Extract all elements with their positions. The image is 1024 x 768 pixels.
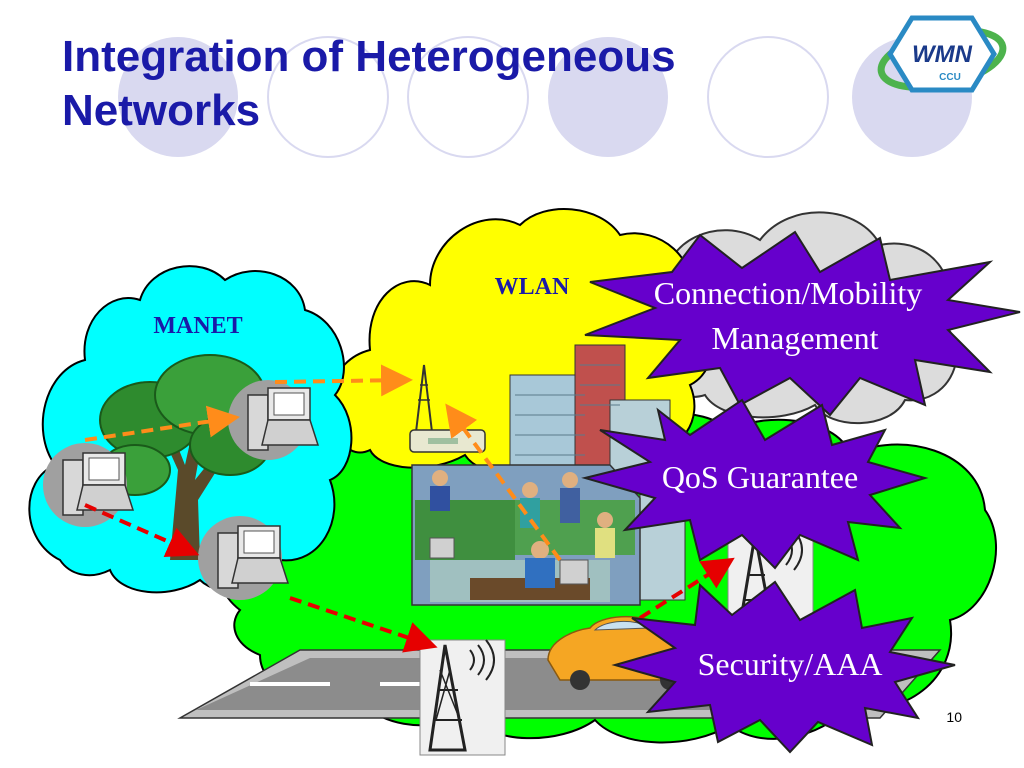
callout-qos-text: QoS Guarantee	[662, 459, 858, 495]
antenna-tower-icon	[419, 639, 506, 756]
wlan-label: WLAN	[495, 274, 570, 300]
arrow-laptop-to-ap	[274, 364, 413, 397]
callout-mobility-line2: Management	[711, 320, 878, 356]
arrow-manet-hop	[84, 503, 200, 557]
callout-qos: QoS Guarantee	[581, 398, 929, 570]
page-number: 10	[946, 709, 962, 725]
callout-mobility: Connection/Mobility Management	[584, 230, 1021, 417]
arrow-laptop-to-tower	[289, 596, 438, 653]
title-line-2: Networks	[62, 86, 261, 135]
slide-title: Integration of Heterogeneous Networks	[62, 30, 862, 138]
wmn-logo: WMN CCU	[877, 15, 1007, 93]
arrow-car-to-ap	[445, 403, 562, 562]
logo-subtext: CCU	[939, 72, 961, 83]
callout-mobility-line1: Connection/Mobility	[654, 275, 922, 311]
manet-label: MANET	[153, 313, 242, 339]
callout-security: Security/AAA	[611, 580, 956, 754]
laptop-icon	[198, 516, 290, 600]
arrow-laptop-to-laptop	[84, 405, 240, 442]
laptop-icon	[228, 380, 320, 460]
callout-security-text: Security/AAA	[698, 646, 883, 682]
title-line-1: Integration of Heterogeneous	[62, 32, 676, 81]
arrow-car-to-tower	[638, 557, 735, 620]
office-people-icon	[411, 464, 641, 606]
connection-arrows	[84, 364, 735, 653]
logo-text: WMN	[912, 41, 973, 68]
laptop-icon	[43, 443, 135, 527]
